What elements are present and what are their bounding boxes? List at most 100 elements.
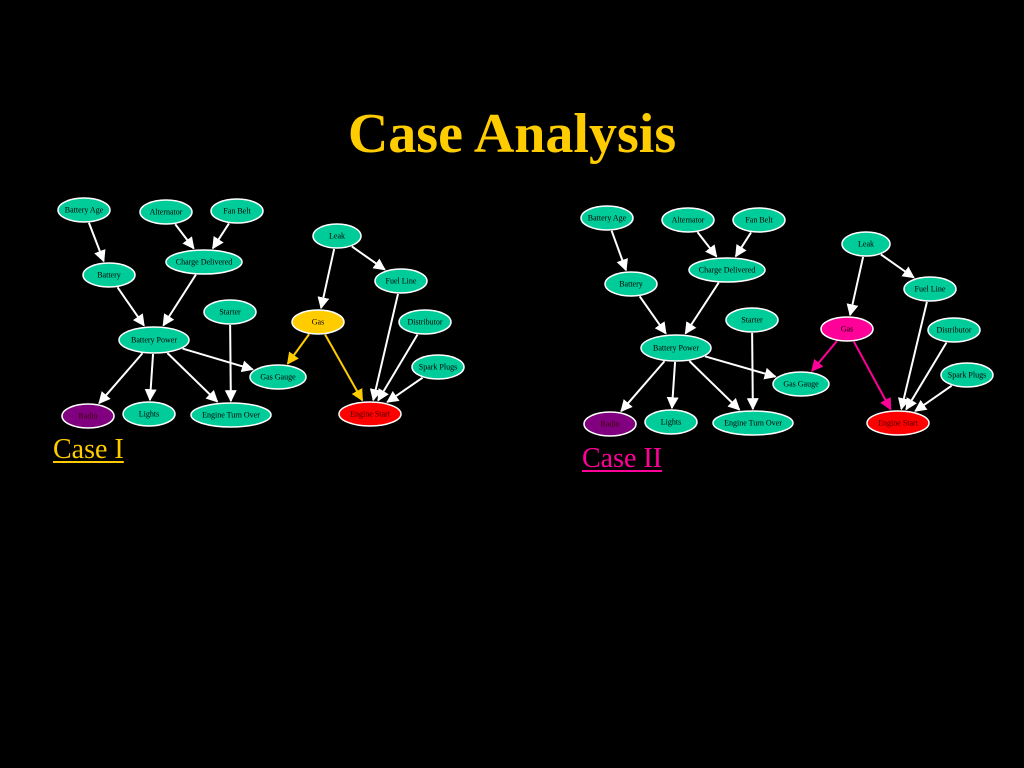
node-shape bbox=[249, 364, 307, 390]
node-label: Battery Power bbox=[131, 336, 177, 345]
node-label: Lights bbox=[139, 410, 159, 419]
node-starter: Starter bbox=[203, 299, 257, 325]
node-battery-power: Battery Power bbox=[640, 334, 712, 362]
edge-fuel-line-to-engine-start bbox=[369, 293, 399, 402]
node-shape bbox=[644, 409, 698, 435]
node-shape bbox=[712, 410, 794, 436]
node-label: Leak bbox=[858, 240, 874, 249]
edge-battery-to-battery-power bbox=[638, 295, 667, 335]
node-fuel-line: Fuel Line bbox=[903, 276, 957, 302]
node-leak: Leak bbox=[841, 231, 891, 257]
node-starter: Starter bbox=[725, 307, 779, 333]
node-shape bbox=[165, 249, 243, 275]
node-shape bbox=[903, 276, 957, 302]
node-label: Battery bbox=[97, 271, 121, 280]
node-fuel-line: Fuel Line bbox=[374, 268, 428, 294]
node-battery: Battery bbox=[604, 271, 658, 297]
edge-leak-to-gas bbox=[317, 248, 336, 310]
node-label: Spark Plugs bbox=[419, 363, 457, 372]
node-label: Engine Start bbox=[878, 419, 919, 428]
edge-distributor-to-engine-start bbox=[377, 333, 419, 402]
node-label: Engine Turn Over bbox=[202, 411, 260, 420]
node-shape bbox=[338, 401, 402, 427]
node-battery: Battery bbox=[82, 262, 136, 288]
edge-fan-belt-to-charge-delivered bbox=[734, 231, 752, 258]
node-lights: Lights bbox=[122, 401, 176, 427]
node-label: Fuel Line bbox=[386, 277, 417, 286]
node-alternator: Alternator bbox=[139, 199, 193, 225]
node-engine-start: Engine Start bbox=[866, 410, 930, 436]
node-label: Alternator bbox=[672, 216, 705, 225]
edge-gas-to-engine-start bbox=[324, 334, 364, 402]
node-gas-gauge: Gas Gauge bbox=[772, 371, 830, 397]
node-label: Distributor bbox=[936, 326, 971, 335]
node-charge-delivered: Charge Delivered bbox=[688, 257, 766, 283]
node-spark-plugs: Spark Plugs bbox=[411, 354, 465, 380]
node-label: Engine Start bbox=[350, 410, 391, 419]
node-radio: Radio bbox=[61, 403, 115, 429]
node-shape bbox=[118, 326, 190, 354]
edge-gas-to-gas-gauge bbox=[286, 333, 310, 365]
node-label: Battery Age bbox=[588, 214, 627, 223]
node-label: Gas Gauge bbox=[783, 380, 819, 389]
edge-alternator-to-charge-delivered bbox=[696, 231, 718, 258]
edge-spark-plugs-to-engine-start bbox=[914, 384, 953, 412]
node-shape bbox=[640, 334, 712, 362]
node-shape bbox=[312, 223, 362, 249]
node-lights: Lights bbox=[644, 409, 698, 435]
edge-battery-power-to-engine-turn-over bbox=[166, 352, 219, 403]
node-label: Radio bbox=[600, 420, 619, 429]
node-engine-turn-over: Engine Turn Over bbox=[190, 402, 272, 428]
node-shape bbox=[772, 371, 830, 397]
node-engine-start: Engine Start bbox=[338, 401, 402, 427]
node-shape bbox=[398, 309, 452, 335]
node-leak: Leak bbox=[312, 223, 362, 249]
case-ii-label: Case II bbox=[582, 443, 663, 474]
node-battery-age: Battery Age bbox=[580, 205, 634, 231]
node-battery-age: Battery Age bbox=[57, 197, 111, 223]
node-shape bbox=[190, 402, 272, 428]
edge-battery-age-to-battery bbox=[87, 222, 106, 263]
node-label: Gas Gauge bbox=[260, 373, 296, 382]
edge-battery-power-to-lights bbox=[666, 361, 679, 410]
node-shape bbox=[122, 401, 176, 427]
node-shape bbox=[866, 410, 930, 436]
node-engine-turn-over: Engine Turn Over bbox=[712, 410, 794, 436]
node-shape bbox=[411, 354, 465, 380]
node-label: Battery bbox=[619, 280, 643, 289]
node-shape bbox=[374, 268, 428, 294]
node-charge-delivered: Charge Delivered bbox=[165, 249, 243, 275]
node-label: Spark Plugs bbox=[948, 371, 986, 380]
edge-battery-power-to-lights bbox=[144, 353, 157, 402]
edge-battery-power-to-radio bbox=[620, 360, 666, 413]
node-shape bbox=[139, 199, 193, 225]
node-spark-plugs: Spark Plugs bbox=[940, 362, 994, 388]
node-shape bbox=[725, 307, 779, 333]
edge-battery-power-to-gas-gauge bbox=[182, 347, 254, 373]
node-label: Leak bbox=[329, 232, 345, 241]
node-shape bbox=[732, 207, 786, 233]
node-label: Lights bbox=[661, 418, 681, 427]
node-shape bbox=[580, 205, 634, 231]
node-distributor: Distributor bbox=[927, 317, 981, 343]
edge-charge-delivered-to-battery-power bbox=[162, 274, 197, 327]
node-label: Fan Belt bbox=[745, 216, 773, 225]
slide-title: Case Analysis bbox=[347, 103, 677, 165]
edge-battery-power-to-gas-gauge bbox=[704, 355, 777, 380]
node-label: Distributor bbox=[407, 318, 442, 327]
node-label: Starter bbox=[219, 308, 241, 317]
edge-spark-plugs-to-engine-start bbox=[386, 376, 424, 403]
node-battery-power: Battery Power bbox=[118, 326, 190, 354]
node-label: Battery Power bbox=[653, 344, 699, 353]
node-shape bbox=[927, 317, 981, 343]
node-distributor: Distributor bbox=[398, 309, 452, 335]
edge-gas-to-gas-gauge bbox=[811, 340, 838, 372]
edge-battery-power-to-radio bbox=[98, 352, 144, 405]
node-label: Starter bbox=[741, 316, 763, 325]
node-shape bbox=[940, 362, 994, 388]
edge-leak-to-gas bbox=[846, 256, 865, 317]
node-gas: Gas bbox=[820, 316, 874, 342]
